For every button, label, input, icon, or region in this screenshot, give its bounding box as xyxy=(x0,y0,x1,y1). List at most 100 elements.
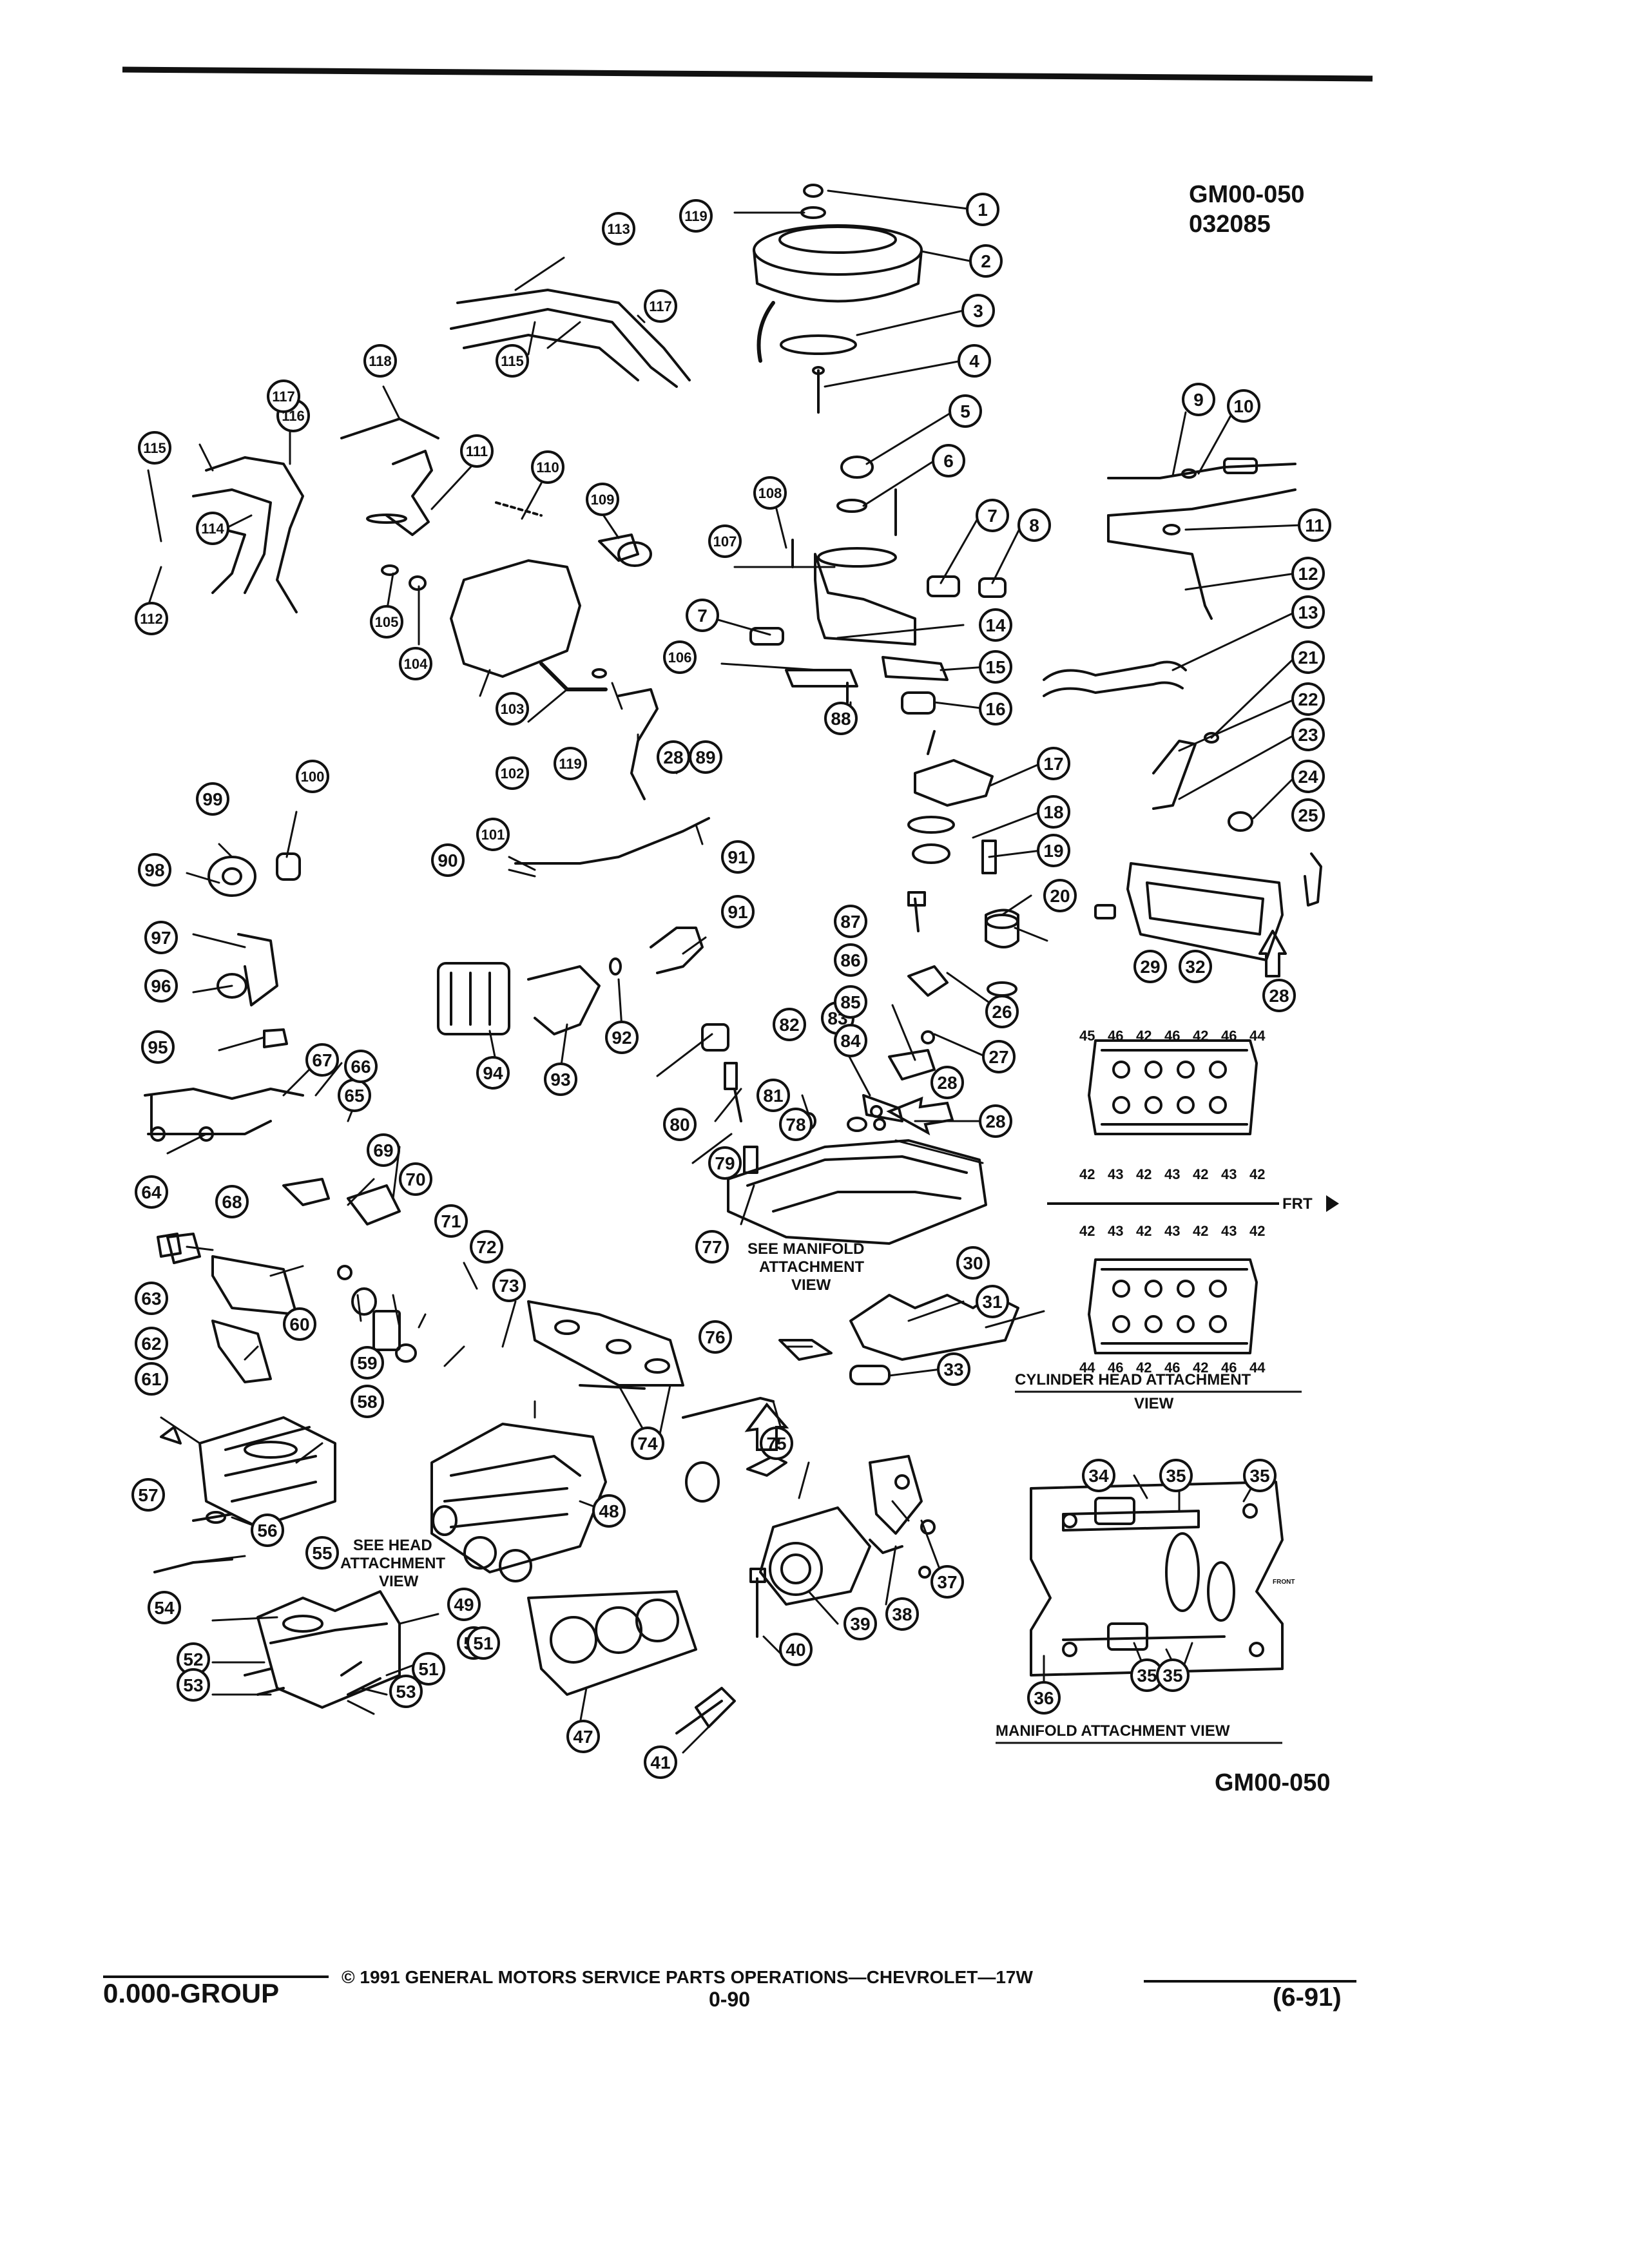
callout-6: 6 xyxy=(932,444,965,477)
callout-117: 117 xyxy=(267,380,300,413)
position-number: 43 xyxy=(1108,1223,1124,1239)
callout-number: 82 xyxy=(779,1015,799,1035)
callout-72: 72 xyxy=(470,1230,503,1264)
left-column-parts xyxy=(144,852,417,1383)
callout-96: 96 xyxy=(144,969,178,1003)
callout-64: 64 xyxy=(135,1175,168,1209)
callout-5: 5 xyxy=(949,394,982,428)
callout-number: 31 xyxy=(982,1292,1002,1312)
callout-number: 53 xyxy=(183,1675,203,1695)
callout-number: 95 xyxy=(148,1037,168,1057)
callout-34: 34 xyxy=(1082,1459,1115,1492)
callout-number: 53 xyxy=(396,1682,416,1702)
callout-47: 47 xyxy=(566,1720,600,1753)
callout-number: 9 xyxy=(1193,390,1204,410)
callout-number: 51 xyxy=(473,1633,493,1653)
callout-number: 37 xyxy=(937,1572,957,1592)
valve-cover-right xyxy=(1094,862,1287,977)
callout-number: 35 xyxy=(1166,1466,1186,1486)
callout-17: 17 xyxy=(1037,747,1070,780)
callout-number: 28 xyxy=(985,1111,1005,1131)
callout-number: 58 xyxy=(357,1392,377,1412)
callout-number: 98 xyxy=(144,860,164,880)
callout-number: 100 xyxy=(301,769,325,785)
misc-fittings xyxy=(157,1233,787,1503)
position-number: 43 xyxy=(1164,1223,1181,1239)
callout-number: 64 xyxy=(141,1182,162,1202)
callout-54: 54 xyxy=(148,1591,181,1624)
callout-41: 41 xyxy=(644,1745,677,1779)
callout-number: 76 xyxy=(705,1327,725,1347)
callout-number: 110 xyxy=(536,459,559,476)
position-number: 43 xyxy=(1164,1166,1181,1182)
callout-99: 99 xyxy=(196,782,229,816)
air-cleaner-assembly xyxy=(753,184,923,414)
callout-68: 68 xyxy=(215,1185,249,1218)
callout-37: 37 xyxy=(930,1565,964,1599)
callout-number: 107 xyxy=(713,533,737,550)
callout-38: 38 xyxy=(885,1597,919,1631)
callout-36: 36 xyxy=(1027,1681,1061,1715)
callout-62: 62 xyxy=(135,1327,168,1360)
callout-118: 118 xyxy=(363,344,397,378)
callout-number: 70 xyxy=(405,1169,425,1189)
callout-number: 32 xyxy=(1185,957,1205,977)
callout-number: 11 xyxy=(1305,515,1324,535)
callout-113: 113 xyxy=(602,212,635,245)
callout-16: 16 xyxy=(979,692,1012,726)
callout-number: 20 xyxy=(1050,886,1070,906)
callout-25: 25 xyxy=(1291,798,1325,832)
callout-number: 78 xyxy=(786,1115,805,1135)
callout-number: 102 xyxy=(501,765,525,782)
callout-number: 109 xyxy=(591,492,615,508)
position-number: 42 xyxy=(1249,1166,1266,1182)
callout-number: 39 xyxy=(850,1614,870,1634)
callout-number: 66 xyxy=(351,1057,371,1077)
callout-number: 81 xyxy=(763,1086,783,1106)
cylinder-head-view-title-2: VIEW xyxy=(1134,1395,1174,1412)
callout-87: 87 xyxy=(834,905,867,938)
callout-number: 65 xyxy=(344,1086,364,1106)
callout-95: 95 xyxy=(141,1030,175,1064)
position-number: 42 xyxy=(1249,1223,1266,1239)
callout-number: 33 xyxy=(943,1360,963,1379)
figure-id-top: GM00-050 xyxy=(1189,181,1305,208)
callout-number: 23 xyxy=(1298,725,1318,745)
head-gasket xyxy=(527,1590,736,1735)
callout-21: 21 xyxy=(1291,640,1325,674)
position-number: 42 xyxy=(1193,1166,1209,1182)
callout-number: 59 xyxy=(357,1353,377,1373)
position-number: 44 xyxy=(1249,1360,1266,1376)
callout-52: 52 xyxy=(177,1642,210,1676)
callout-number: 117 xyxy=(272,389,295,405)
intake-manifold xyxy=(724,1049,987,1245)
callout-117: 117 xyxy=(644,289,677,323)
callout-20: 20 xyxy=(1043,879,1077,912)
callout-35: 35 xyxy=(1156,1658,1190,1692)
callout-3: 3 xyxy=(961,294,995,327)
callout-111: 111 xyxy=(460,434,494,468)
callout-110: 110 xyxy=(531,450,564,484)
callout-115: 115 xyxy=(496,344,529,378)
callout-119: 119 xyxy=(679,199,713,233)
position-number: 42 xyxy=(1079,1223,1095,1239)
callout-66: 66 xyxy=(344,1050,378,1083)
callout-60: 60 xyxy=(283,1307,316,1341)
position-number: 46 xyxy=(1164,1028,1181,1044)
manifold-attachment-view-art xyxy=(1030,1481,1284,1677)
see-manifold-label-2: ATTACHMENT xyxy=(759,1258,865,1276)
callout-11: 11 xyxy=(1298,508,1331,542)
callout-79: 79 xyxy=(708,1146,742,1180)
callout-number: 30 xyxy=(963,1253,983,1273)
frt-label: FRT xyxy=(1282,1195,1313,1213)
callout-number: 106 xyxy=(668,649,692,666)
callout-number: 86 xyxy=(840,950,860,970)
position-number: 42 xyxy=(1136,1166,1152,1182)
callout-92: 92 xyxy=(605,1021,639,1054)
callout-number: 48 xyxy=(599,1501,619,1521)
callout-104: 104 xyxy=(399,647,432,680)
callout-number: 4 xyxy=(969,351,979,371)
callout-number: 88 xyxy=(831,709,851,729)
callout-number: 34 xyxy=(1088,1466,1109,1486)
callout-77: 77 xyxy=(695,1230,729,1264)
